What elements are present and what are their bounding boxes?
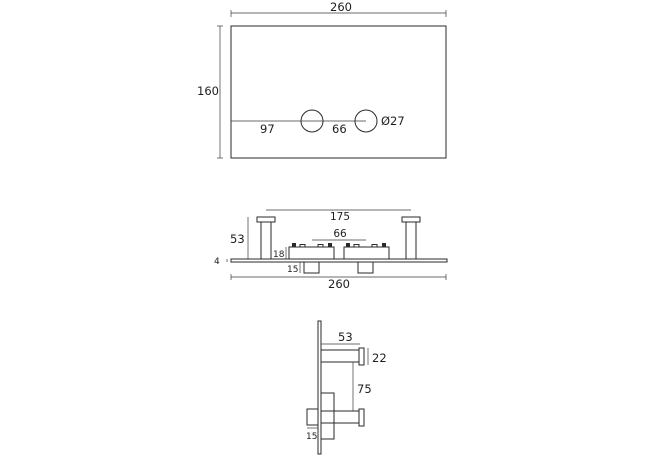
side-upper-knob — [358, 347, 365, 366]
top-plate-strip — [230, 258, 448, 263]
top-view: 175 53 66 18 4 15 — [214, 209, 448, 291]
side-spacing-label: 75 — [357, 382, 372, 396]
right-post — [405, 221, 417, 260]
right-post-cap — [401, 216, 421, 223]
side-upper-arm — [320, 349, 360, 363]
front-height-label: 160 — [197, 84, 219, 98]
right-button-housing — [343, 246, 390, 260]
left-post — [260, 221, 272, 260]
top-left-button — [303, 261, 320, 274]
front-width-label: 260 — [330, 0, 352, 14]
side-lower-knob — [358, 408, 365, 427]
side-lower-arm — [320, 410, 360, 424]
top-button-spacing-label: 66 — [333, 228, 347, 240]
front-diameter-label: Ø27 — [381, 114, 405, 128]
front-spacing-label: 66 — [332, 122, 347, 136]
top-height-label: 53 — [230, 232, 245, 246]
left-post-cap — [256, 216, 276, 223]
top-depth-label: 15 — [287, 265, 298, 275]
side-lower-housing — [320, 392, 335, 440]
front-view: 260 160 97 66 Ø27 — [197, 0, 447, 159]
front-offset-label: 97 — [260, 122, 275, 136]
right-flush-button — [354, 109, 378, 133]
side-depth-label: 53 — [338, 330, 353, 344]
side-view: 53 22 75 15 — [306, 320, 387, 455]
top-inner-height-label: 18 — [273, 250, 285, 260]
front-plate-outline — [230, 25, 447, 159]
side-front-button — [306, 408, 319, 426]
left-flush-button — [300, 109, 324, 133]
side-knob-label: 22 — [372, 351, 387, 365]
left-button-housing — [288, 246, 335, 260]
top-right-button — [357, 261, 374, 274]
top-span-label: 175 — [330, 211, 350, 223]
top-width-label: 260 — [328, 277, 350, 291]
side-wall-plate — [317, 320, 322, 455]
side-base-label: 15 — [306, 432, 317, 442]
top-plate-label: 4 — [214, 257, 220, 267]
